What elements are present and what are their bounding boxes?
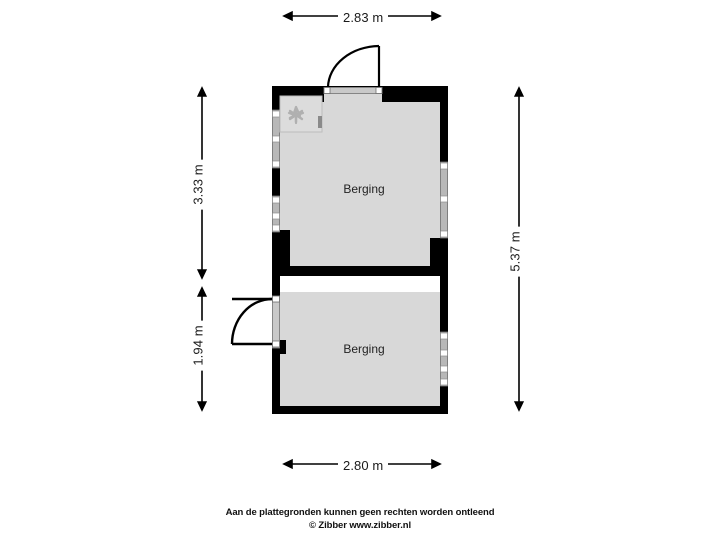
wall-divider bbox=[272, 266, 448, 276]
window-left-upper-a bbox=[272, 109, 280, 169]
dimension-label-top: 2.83 m bbox=[338, 8, 389, 27]
wall-right-connector bbox=[440, 272, 448, 296]
wall-bottom bbox=[272, 406, 448, 414]
wall-lower-left-below-door bbox=[272, 348, 280, 414]
dimension-label-bottom: 2.80 m bbox=[338, 456, 389, 475]
wall-right-segment-bottom bbox=[440, 238, 448, 276]
window-right-upper bbox=[440, 161, 448, 239]
room-label-berging-lower: Berging bbox=[343, 342, 385, 356]
window-left-upper-b bbox=[272, 195, 280, 233]
window-right-lower bbox=[440, 331, 448, 387]
doors bbox=[230, 44, 383, 349]
wall-right-segment-top bbox=[440, 86, 448, 162]
top-entry-door bbox=[323, 44, 383, 94]
floor-fills bbox=[274, 92, 446, 412]
wall-left-connector bbox=[272, 272, 280, 296]
wall-lower-right-bottom bbox=[440, 386, 448, 414]
dimension-label-left-upper: 3.33 m bbox=[188, 159, 208, 210]
room-label-berging-upper: Berging bbox=[343, 182, 385, 196]
fixtures bbox=[279, 95, 323, 133]
wall-top-return-right bbox=[382, 94, 442, 102]
boiler-unit bbox=[279, 95, 323, 133]
windows bbox=[272, 109, 448, 387]
footer-disclaimer: Aan de plattegronden kunnen geen rechten… bbox=[225, 507, 495, 518]
footer-copyright: © Zibber www.zibber.nl bbox=[308, 520, 412, 531]
dimension-label-right-total: 5.37 m bbox=[505, 226, 525, 277]
wall-left-lowsegment bbox=[272, 86, 280, 110]
floor-lower-room bbox=[274, 292, 446, 412]
wall-left-midsegment bbox=[272, 168, 280, 196]
dimension-label-left-lower: 1.94 m bbox=[188, 320, 208, 371]
wall-lower-right-top bbox=[440, 290, 448, 332]
floor-upper-room bbox=[274, 92, 446, 272]
wall-pilaster-upper-left-inner bbox=[272, 230, 290, 276]
left-entry-door bbox=[230, 295, 280, 349]
